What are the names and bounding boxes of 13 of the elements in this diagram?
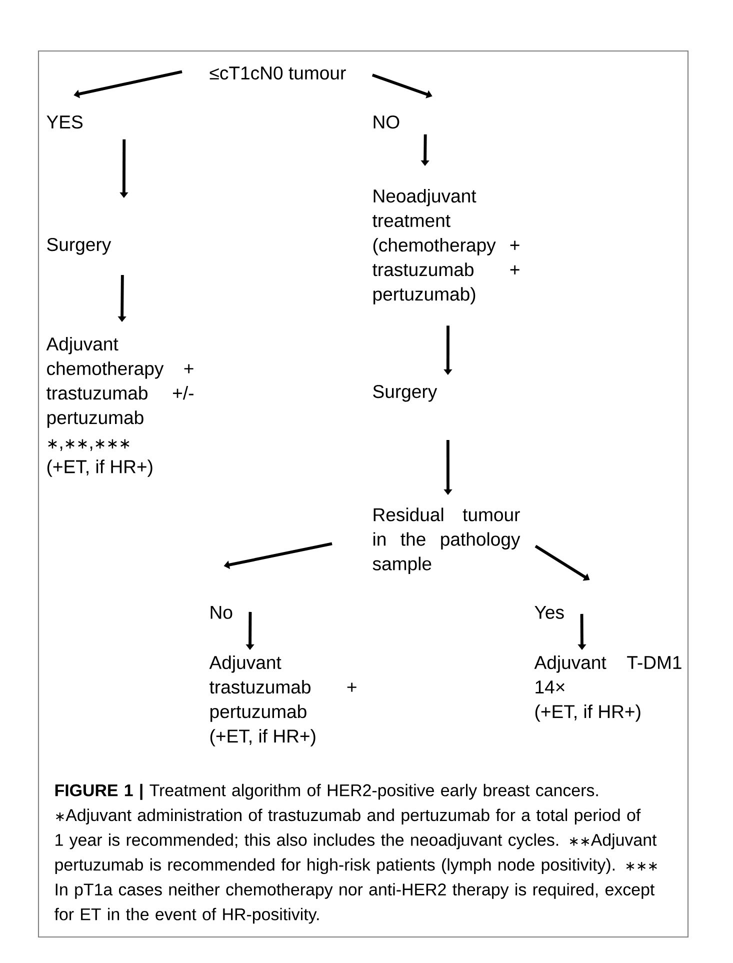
treatment-text: Adjuvant T-DM1 14× (+ET, if HR+) xyxy=(534,655,682,722)
figure-caption: FIGURE 1 | Treatment algorithm of HER2-positive early breast cancers. ∗Adjuvant administration of trastuzumab and pertuzumab for a total period of 1 year is recommended; this also includes the neoadjuvant cycles. ∗∗Adjuvant pertuzumab is recommended for high-risk patients (lymph node positivity). ∗∗∗ In pT1a cases neither chemotherapy nor anti-HER2 therapy is required, except for ET in the event of HR-positivity. xyxy=(54,784,657,924)
answer-label: Yes xyxy=(534,606,564,619)
question-label: Residual tumour in the pathology sample xyxy=(372,508,520,574)
answer-label: YES xyxy=(46,115,82,129)
step-label: Surgery xyxy=(47,238,112,255)
step-label: Surgery xyxy=(373,384,438,402)
answer-label: No xyxy=(210,606,232,619)
question-label: ≤cT1cN0 tumour xyxy=(210,66,346,80)
treatment-text: Adjuvant chemotherapy + trastuzumab +/- pertuzumab ∗,∗∗,∗∗∗ (+ET, if HR+) xyxy=(46,336,194,477)
answer-label: NO xyxy=(374,115,400,129)
treatment-text: Adjuvant trastuzumab + pertuzumab (+ET, if HR+) xyxy=(209,655,356,746)
treatment-text: Neoadjuvant treatment (chemotherapy + trastuzumab + pertuzumab) xyxy=(372,188,520,304)
